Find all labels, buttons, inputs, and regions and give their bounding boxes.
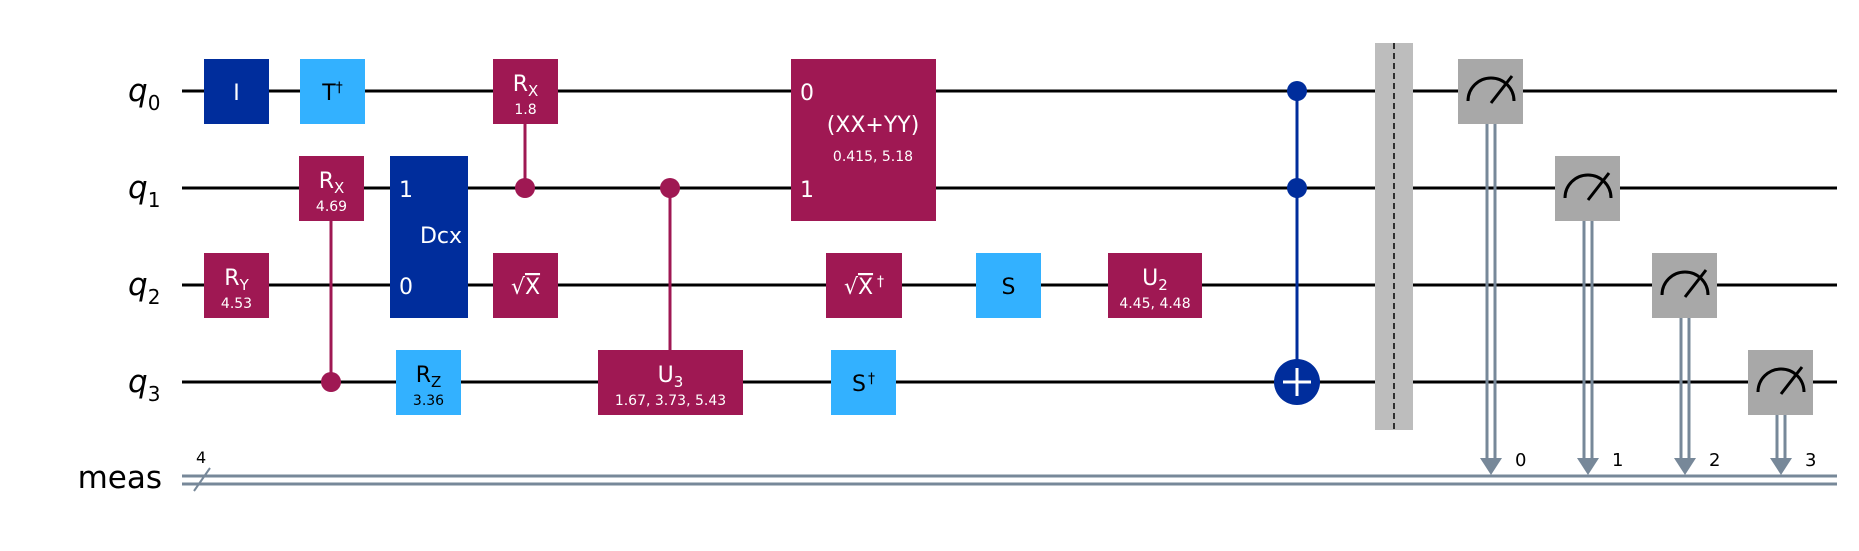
meter-icon — [1756, 366, 1806, 395]
dcx-gate: 1 0 Dcx — [390, 156, 468, 318]
measure-gate-q1 — [1555, 156, 1620, 221]
meter-icon — [1660, 269, 1710, 298]
meter-icon — [1466, 75, 1516, 104]
svg-text:4.53: 4.53 — [221, 296, 252, 312]
tdg-gate-q0: T† — [300, 59, 365, 124]
cu3-gate-q3: U3 1.67, 3.73, 5.43 — [598, 350, 743, 415]
svg-text:T†: T† — [321, 80, 342, 106]
classical-wire-meas — [182, 474, 1837, 486]
rz-gate-q3: RZ 3.36 — [396, 350, 461, 415]
ry-gate-q2: RY 4.53 — [204, 253, 269, 318]
svg-text:(XX+YY): (XX+YY) — [827, 113, 920, 138]
wire-label-meas: meas — [78, 460, 162, 496]
control-dot-q1-ccx — [1287, 178, 1307, 198]
control-dot-q3 — [321, 372, 341, 392]
measure-gate-q2 — [1652, 253, 1717, 318]
xx-plus-yy-gate: 0 1 (XX+YY) 0.415, 5.18 — [791, 59, 936, 221]
svg-text:1: 1 — [399, 178, 413, 203]
svg-text:1.8: 1.8 — [514, 102, 536, 118]
svg-text:RY: RY — [224, 266, 249, 294]
clbit-label-2: 2 — [1709, 450, 1720, 471]
crx-gate-q1: RX 4.69 — [299, 156, 364, 221]
svg-text:0.415, 5.18: 0.415, 5.18 — [833, 149, 913, 165]
barrier — [1375, 43, 1413, 430]
measure-arrows — [1480, 458, 1792, 475]
svg-text:0: 0 — [399, 275, 413, 300]
svg-text:RZ: RZ — [416, 363, 442, 391]
crx-gate-q0: RX 1.8 — [493, 59, 558, 124]
svg-text:I: I — [233, 81, 240, 106]
svg-text:U2: U2 — [1142, 266, 1168, 294]
register-size-slash — [193, 467, 211, 492]
svg-text:4.45, 4.48: 4.45, 4.48 — [1119, 296, 1190, 312]
wire-label-q1: q1 — [128, 170, 160, 212]
clbit-label-1: 1 — [1612, 450, 1623, 471]
wire-label-q0: q0 — [128, 73, 160, 115]
svg-text:4.69: 4.69 — [316, 199, 347, 215]
svg-text:S: S — [1002, 275, 1016, 300]
measure-gate-q3 — [1748, 350, 1813, 415]
s-gate-q2: S — [976, 253, 1041, 318]
i-gate-q0: I — [204, 59, 269, 124]
control-dot-q1-a — [515, 178, 535, 198]
svg-text:√X: √X — [511, 275, 540, 300]
svg-text:3.36: 3.36 — [413, 393, 444, 409]
svg-text:U3: U3 — [658, 363, 684, 391]
svg-text:RX: RX — [513, 72, 539, 100]
svg-text:1.67, 3.73, 5.43: 1.67, 3.73, 5.43 — [615, 393, 726, 409]
register-size-label: 4 — [196, 448, 206, 467]
svg-text:0: 0 — [800, 81, 814, 106]
svg-text:Dcx: Dcx — [420, 224, 462, 249]
clbit-label-3: 3 — [1805, 450, 1816, 471]
wire-label-q2: q2 — [128, 267, 160, 309]
meter-icon — [1563, 172, 1613, 201]
clbit-label-0: 0 — [1515, 450, 1526, 471]
wire-label-q3: q3 — [128, 364, 160, 406]
control-dot-q0-ccx — [1287, 81, 1307, 101]
measure-gate-q0 — [1458, 59, 1523, 124]
sxdg-gate-q2: √X† — [826, 253, 902, 318]
control-dot-q1-b — [660, 178, 680, 198]
measure-lines — [1485, 124, 1787, 458]
sx-gate-q2: √X — [493, 253, 558, 318]
svg-text:RX: RX — [319, 169, 345, 197]
svg-text:√X†: √X† — [844, 274, 884, 300]
svg-text:S†: S† — [852, 371, 875, 397]
u2-gate-q2: U2 4.45, 4.48 — [1108, 253, 1202, 318]
svg-text:1: 1 — [800, 178, 814, 203]
ccx-target-plus-icon — [1274, 359, 1320, 405]
sdg-gate-q3: S† — [831, 350, 896, 415]
